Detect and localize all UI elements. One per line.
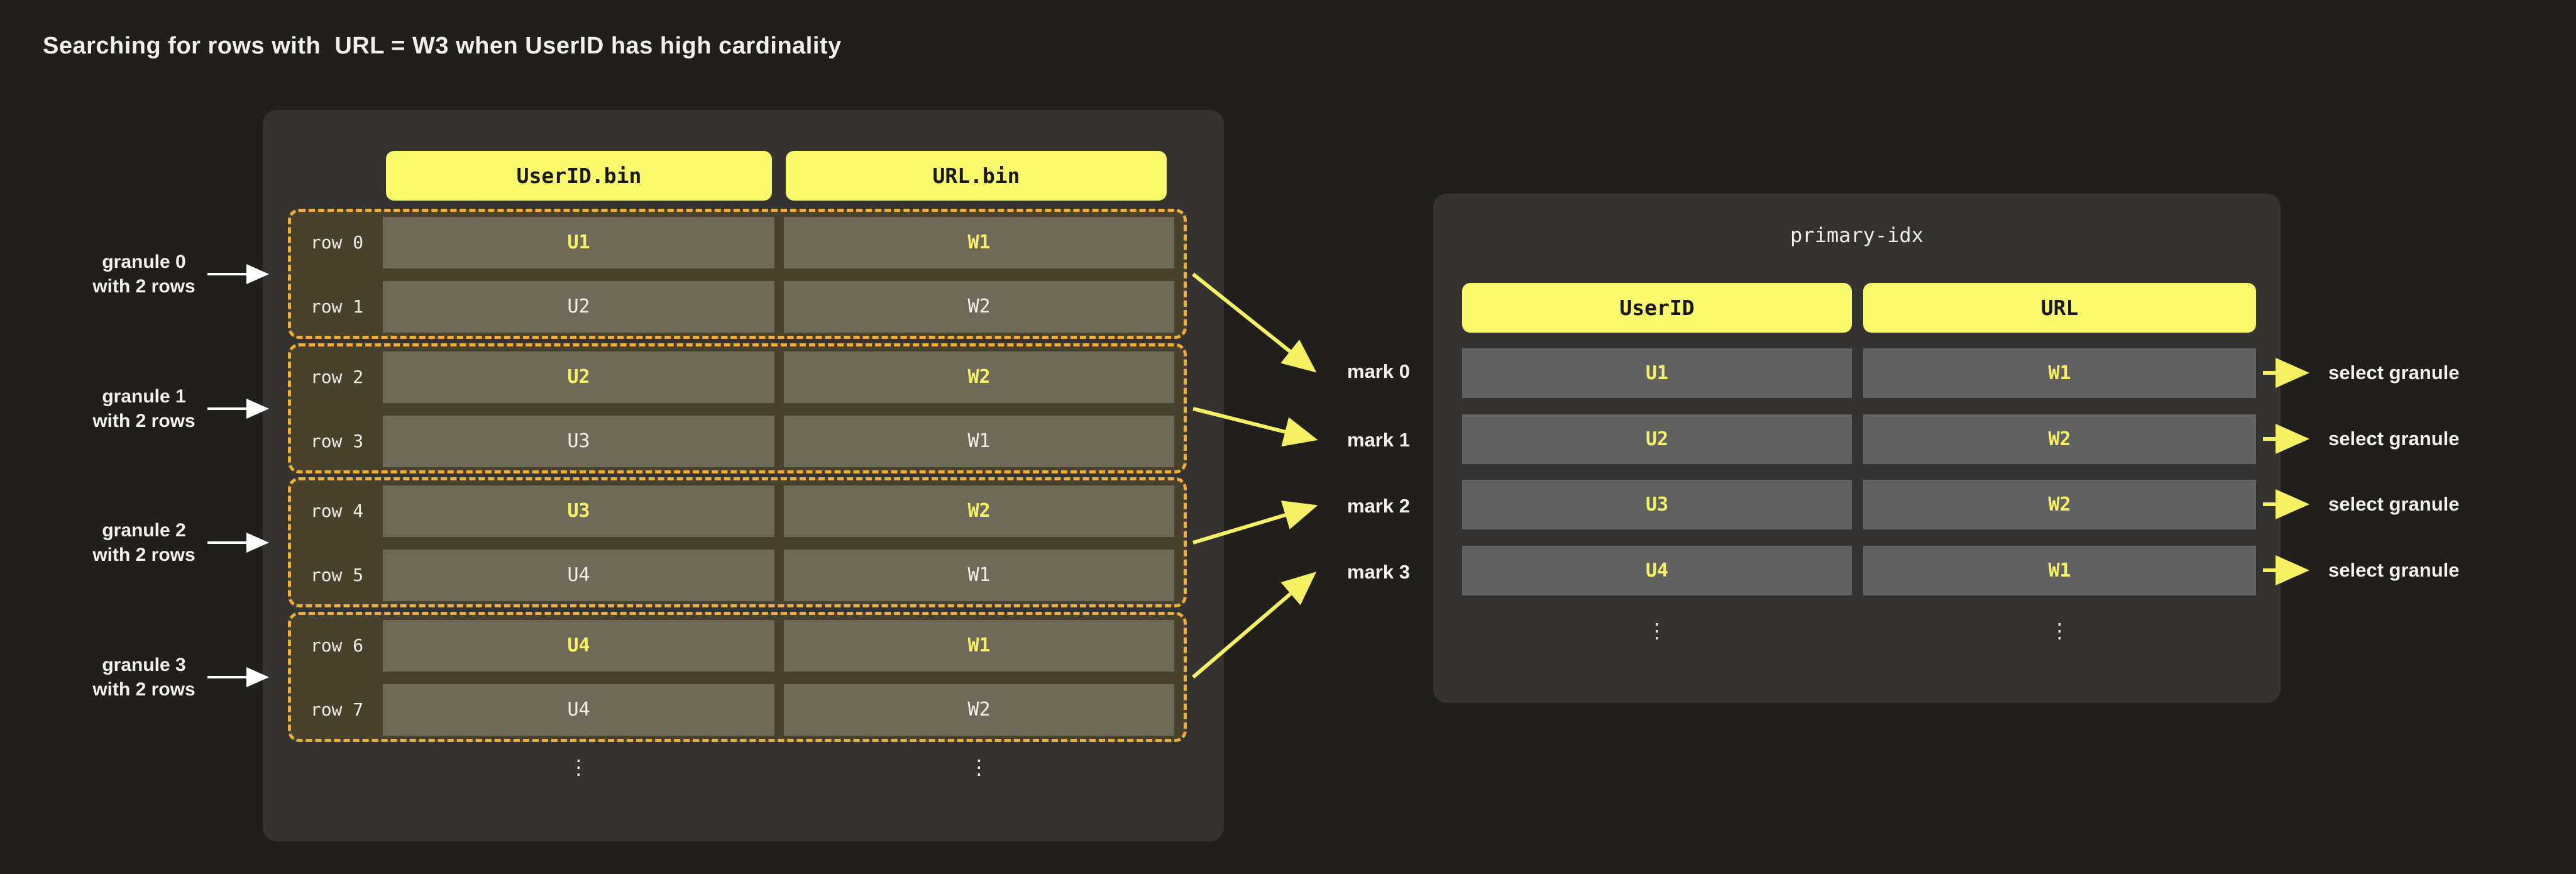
granule-1-label-line1: granule 1 xyxy=(102,386,186,407)
idx-userid-cell: U1 xyxy=(1462,348,1852,398)
url-cell: W1 xyxy=(784,550,1174,601)
row-label: row 1 xyxy=(310,296,364,317)
row-label: row 6 xyxy=(310,635,364,656)
url-cell: W2 xyxy=(784,351,1174,403)
mark-2-label: mark 2 xyxy=(1347,495,1410,517)
granule-3-label-line1: granule 3 xyxy=(102,655,186,675)
granule-0-label-line2: with 2 rows xyxy=(92,276,195,297)
row-label: row 5 xyxy=(310,565,364,585)
column-header-userid: UserID xyxy=(1462,283,1852,333)
mark-1-label: mark 1 xyxy=(1347,429,1410,451)
granule-2-label-line2: with 2 rows xyxy=(92,545,195,565)
url-cell: W1 xyxy=(784,416,1174,467)
userid-cell: U4 xyxy=(383,684,774,736)
userid-cell: U3 xyxy=(383,416,774,467)
granule-3-label: granule 3 with 2 rows xyxy=(40,653,248,702)
column-header-url-bin: URL.bin xyxy=(786,151,1167,201)
row-label: row 3 xyxy=(310,431,364,451)
select-granule-label: select granule xyxy=(2328,428,2460,450)
granule-1-label-line2: with 2 rows xyxy=(92,411,195,431)
idx-userid-cell: U3 xyxy=(1462,480,1852,529)
url-cell: W2 xyxy=(784,485,1174,537)
column-header-url: URL xyxy=(1863,283,2256,333)
bin-userid-ellipsis: ⋮ xyxy=(568,755,589,779)
idx-userid-ellipsis: ⋮ xyxy=(1647,619,1667,643)
idx-url-cell: W2 xyxy=(1863,414,2256,464)
mark-3-label: mark 3 xyxy=(1347,561,1410,583)
idx-url-ellipsis: ⋮ xyxy=(2049,619,2070,643)
userid-cell: U2 xyxy=(383,281,774,333)
url-cell: W2 xyxy=(784,281,1174,333)
userid-cell: U3 xyxy=(383,485,774,537)
idx-userid-cell: U4 xyxy=(1462,546,1852,595)
select-granule-label: select granule xyxy=(2328,493,2460,515)
userid-cell: U4 xyxy=(383,620,774,672)
select-granule-label: select granule xyxy=(2328,362,2460,384)
idx-userid-cell: U2 xyxy=(1462,414,1852,464)
userid-cell: U2 xyxy=(383,351,774,403)
url-cell: W1 xyxy=(784,217,1174,268)
url-cell: W2 xyxy=(784,684,1174,736)
granule-2-label-line1: granule 2 xyxy=(102,520,186,541)
primary-index-title: primary-idx xyxy=(1790,223,1924,247)
granule-0-label: granule 0 with 2 rows xyxy=(40,250,248,299)
userid-cell: U1 xyxy=(383,217,774,268)
row-label: row 0 xyxy=(310,232,364,253)
granule-2-label: granule 2 with 2 rows xyxy=(40,518,248,567)
url-cell: W1 xyxy=(784,620,1174,672)
select-granule-label: select granule xyxy=(2328,559,2460,581)
granule-0-label-line1: granule 0 xyxy=(102,252,186,272)
bin-url-ellipsis: ⋮ xyxy=(969,755,989,779)
granule-3-label-line2: with 2 rows xyxy=(92,679,195,700)
column-header-userid-bin: UserID.bin xyxy=(386,151,772,201)
row-label: row 4 xyxy=(310,501,364,521)
idx-url-cell: W1 xyxy=(1863,546,2256,595)
userid-cell: U4 xyxy=(383,550,774,601)
row-label: row 7 xyxy=(310,699,364,720)
row-label: row 2 xyxy=(310,367,364,387)
idx-url-cell: W1 xyxy=(1863,348,2256,398)
page-title: Searching for rows with URL = W3 when Us… xyxy=(43,33,842,59)
idx-url-cell: W2 xyxy=(1863,480,2256,529)
mark-0-label: mark 0 xyxy=(1347,360,1410,382)
granule-1-label: granule 1 with 2 rows xyxy=(40,384,248,433)
